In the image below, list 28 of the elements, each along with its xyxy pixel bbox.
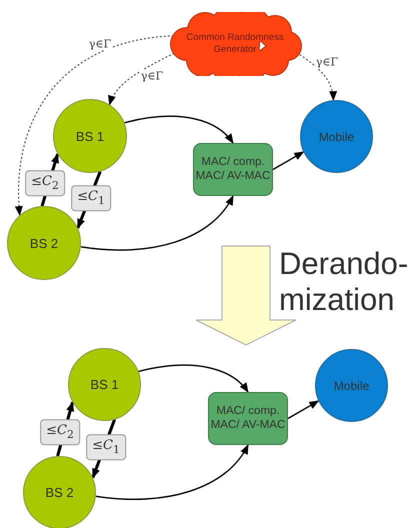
node-label: BS 1 — [76, 128, 104, 144]
process-box — [193, 143, 273, 196]
arrow — [80, 195, 234, 251]
edge-label: ≤C$_{2}$ — [40, 419, 80, 445]
arrow — [108, 52, 175, 106]
node-label: BS 2 — [45, 485, 74, 500]
arrow — [138, 364, 249, 393]
circle-node — [23, 456, 96, 528]
edge-label: γ∈Γ — [140, 70, 164, 82]
node-label: Mobile — [318, 130, 354, 144]
node-label: MAC/ comp. MAC/ AV-MAC — [210, 405, 286, 432]
edge-label: ≤C$_{1}$ — [71, 185, 111, 211]
arrow — [288, 400, 320, 420]
process-box — [208, 392, 288, 445]
node-label: Mobile — [334, 378, 370, 392]
node-label: BS 1 — [90, 377, 119, 392]
arrow — [96, 444, 249, 500]
edge-label: ≤C$_{2}$ — [25, 170, 65, 196]
edge-label: γ∈Γ — [88, 38, 112, 50]
node-label: MAC/ comp. MAC/ AV-MAC — [195, 156, 271, 183]
node-label: BS 2 — [30, 236, 58, 250]
arrow — [124, 116, 234, 144]
caption-text: Derando- mization — [279, 246, 410, 318]
edge-label: ≤C$_{1}$ — [86, 434, 126, 460]
edge-label: γ∈Γ — [314, 56, 340, 68]
node-label: Common Randomness Generator — [185, 32, 285, 56]
arrow — [272, 151, 304, 170]
circle-node — [53, 99, 127, 173]
